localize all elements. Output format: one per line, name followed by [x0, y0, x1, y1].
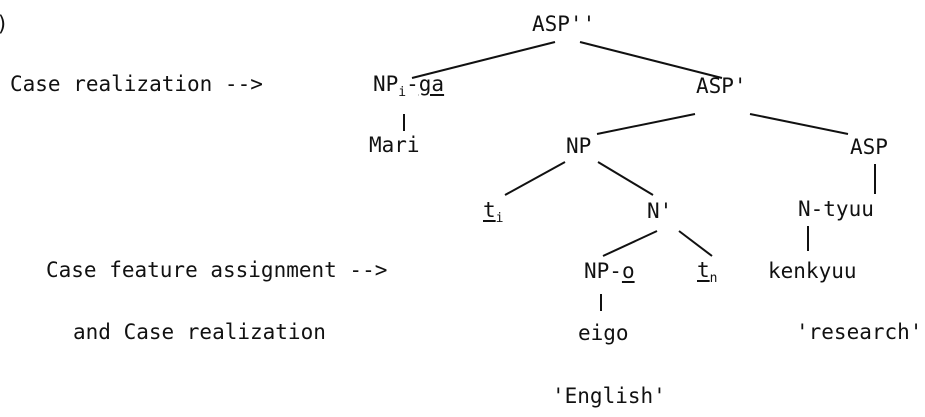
branch-np-trace	[504, 161, 566, 196]
annotation-case-feature-assignment: Case feature assignment -->	[46, 258, 388, 282]
np-object-base: NP-	[584, 259, 622, 283]
np-subject-base: NP	[373, 72, 399, 96]
branch-nbar-trace	[678, 230, 713, 257]
gloss-english: 'English'	[552, 384, 666, 408]
node-asp-double-bar: ASP''	[532, 12, 596, 36]
annotation-case-realization: Case realization -->	[10, 72, 263, 96]
leaf-kenkyuu: kenkyuu	[768, 259, 857, 283]
np-subject-case: ga	[418, 72, 445, 96]
branch-nbar-npo	[602, 230, 658, 257]
node-n-bar: N'	[647, 199, 673, 223]
leaf-mari: Mari	[369, 133, 420, 157]
branch-aspdbl-aspbar	[579, 41, 723, 79]
node-np-subject: NPi-ga	[373, 72, 445, 100]
node-trace-n: tn	[697, 258, 717, 286]
np-object-case: o	[621, 259, 635, 283]
node-np: NP	[566, 134, 592, 158]
node-asp: ASP	[850, 135, 888, 159]
example-marker: )	[0, 14, 9, 35]
trace-i-letter: t	[483, 198, 496, 222]
trace-n-letter: t	[697, 258, 710, 282]
branch-aspdbl-np	[411, 41, 556, 79]
node-asp-bar: ASP'	[696, 74, 747, 98]
node-n-tyuu: N-tyuu	[798, 197, 874, 221]
gloss-research: 'research'	[796, 320, 923, 344]
branch-aspbar-np	[596, 113, 696, 135]
trace-n-index: n	[709, 271, 718, 286]
np-subject-dash: -	[406, 72, 419, 96]
leaf-eigo: eigo	[578, 321, 629, 345]
trace-i-index: i	[495, 211, 504, 226]
np-subject-index: i	[398, 85, 407, 100]
node-np-object: NP-o	[584, 261, 635, 282]
node-trace-i: ti	[483, 198, 503, 226]
annotation-and-case-realization: and Case realization	[73, 320, 326, 344]
branch-np-nbar	[597, 161, 654, 196]
branch-aspbar-asp	[749, 113, 849, 135]
